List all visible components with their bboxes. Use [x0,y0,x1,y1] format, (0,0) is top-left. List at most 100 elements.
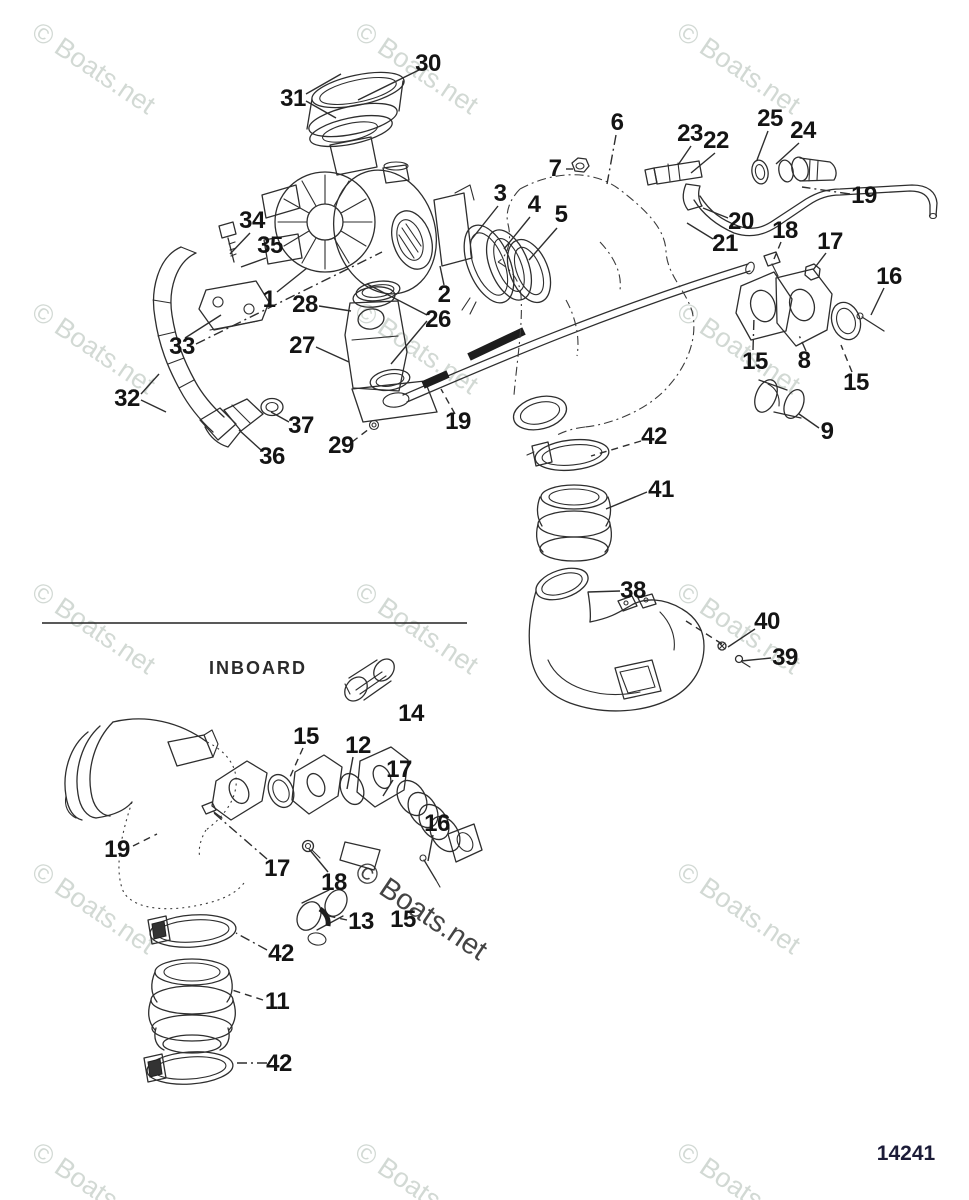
bottom-flange-cluster-drawing [201,746,483,888]
part-label-6: 6 [611,109,624,136]
part-label-30: 30 [415,50,441,77]
bracket-drawing [344,286,438,423]
part-label-19: 19 [851,182,877,209]
leader-line [702,207,729,219]
part-label-41: 41 [648,476,674,503]
leader-line [690,152,716,174]
leader-line [184,314,222,339]
part-label-17: 17 [817,228,843,255]
inboard-label: INBOARD [209,658,307,678]
leader-line [308,848,329,873]
leader-line [801,186,851,195]
watermark-text: © Boats.net [672,16,806,120]
leader-line [323,914,348,921]
clamp-42-mid-drawing [147,914,237,948]
leader-line [228,988,264,1001]
nut-7-drawing [571,157,590,173]
part-label-31: 31 [280,85,306,112]
leader-line [240,257,267,268]
leader-line [470,205,499,241]
watermark-layer: © Boats.net © Boats.net © Boats.net © Boats… [27,16,806,1200]
leader-line [140,373,160,395]
leader-line [440,388,456,415]
watermark-text: © Boats.net [350,296,484,400]
screws-39-40-drawing [717,641,751,668]
leader-line [366,283,428,316]
leader-line [439,265,445,286]
part-label-16: 16 [876,263,902,290]
part-label-12: 12 [345,732,371,759]
part-label-15: 15 [293,723,319,750]
part-label-9: 9 [821,418,834,445]
part-label-18: 18 [772,217,798,244]
leader-line [590,440,642,457]
leader-line [235,932,268,951]
part-label-29: 29 [328,432,354,459]
leader-line [213,812,268,860]
part-label-17: 17 [386,756,412,783]
part-label-16: 16 [424,810,450,837]
part-label-22: 22 [703,127,729,154]
leader-line [797,332,807,352]
clamp-42-lower-drawing [143,1051,234,1085]
part-label-19: 19 [104,836,130,863]
part-label-28: 28 [292,291,318,318]
watermark-text: © Boats.net [27,296,161,400]
leader-line [528,227,558,261]
clamp-gasket-3-4-5-drawing [461,224,552,315]
part-label-40: 40 [754,608,780,635]
leader-line [357,69,420,101]
leader-line [305,73,342,95]
leader-line [390,320,428,365]
part-label-34: 34 [239,207,266,234]
leader-line [351,428,370,443]
leader-line [756,130,769,161]
leader-line [605,491,648,510]
part-label-2: 2 [438,281,451,308]
leader-line-layer [132,69,885,1064]
flame-arrestor-drawing [306,71,405,148]
leader-line [740,657,772,662]
watermark-text: © Boats.net [27,856,161,960]
part-label-39: 39 [772,644,798,671]
turbo-outlet-flange-drawing [735,251,885,347]
leader-line [382,779,394,797]
leader-line [503,216,531,250]
leader-line [773,241,782,260]
part-label-26: 26 [425,306,451,333]
part-label-20: 20 [728,208,754,235]
part-label-36: 36 [259,443,285,470]
fitting-36-37-drawing [204,397,284,448]
leader-line [195,251,383,345]
watermark-text: © Boats.net [672,1136,806,1200]
part-label-25: 25 [757,105,783,132]
leader-line [870,287,885,316]
leader-line [289,747,304,778]
leader-line [140,399,167,413]
part-label-37: 37 [288,412,314,439]
watermark-text: © Boats.net [350,1136,484,1200]
leader-line [727,628,756,648]
leader-line [587,590,621,593]
part-label-18: 18 [321,869,347,896]
fitting-14-drawing [344,658,395,702]
part-label-23: 23 [677,120,703,147]
leader-line [305,100,337,119]
leader-line [276,267,308,293]
oil-line-19-drawing [644,156,938,237]
part-label-27: 27 [289,332,315,359]
part-label-13: 13 [348,908,374,935]
leader-line [677,145,692,166]
leader-line [229,232,251,255]
leader-line [315,346,350,363]
fitting-13-drawing [296,889,348,946]
watermark-text: © Boats.net [27,576,161,680]
leader-line [346,756,354,790]
leader-line [798,413,820,429]
part-label-14: 14 [398,700,425,727]
clamp-42-upper-drawing [526,438,610,472]
bolt-34-35-drawing [218,221,237,263]
leader-line [318,305,352,312]
